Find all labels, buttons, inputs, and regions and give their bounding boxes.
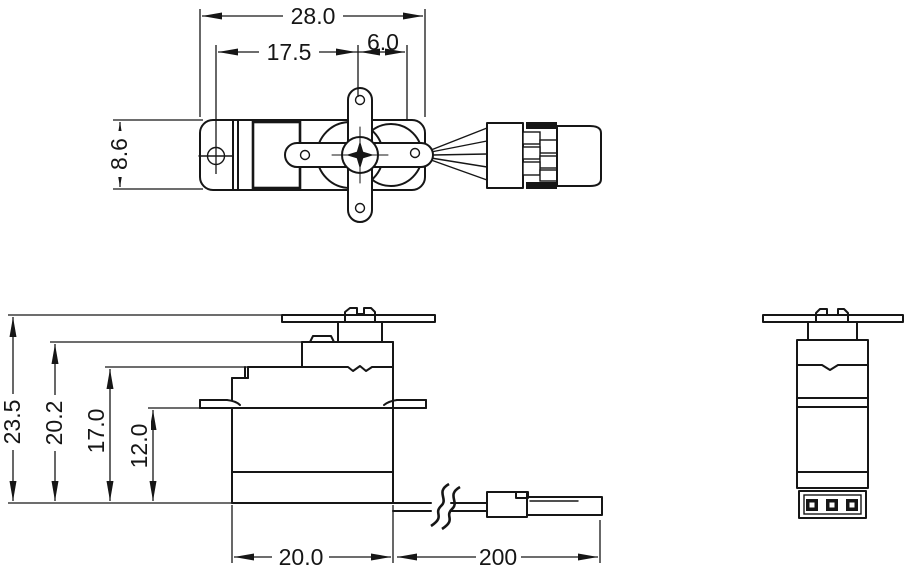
side-connector (798, 490, 867, 519)
cable-break-symbol-2 (441, 485, 461, 531)
front-view (199, 307, 603, 531)
plug-connector-front (486, 491, 603, 518)
side-case (796, 339, 869, 489)
front-case-top (247, 365, 394, 372)
dim-label-flange-height: 12.0 (126, 424, 152, 469)
horn-hole-right (409, 147, 421, 159)
horn-hole-left (299, 149, 311, 161)
top-view-dimensions: 28.0 17.5 6.0 8.6 (106, 3, 426, 190)
side-view (762, 308, 904, 519)
dim-label-case-height: 17.0 (83, 409, 109, 454)
dim-label-axis-to-right: 6.0 (367, 29, 399, 55)
front-view-dimensions: 23.5 20.2 17.0 12.0 20.0 200 (0, 314, 601, 570)
servo-cable (392, 482, 488, 531)
dim-label-case-length: 20.0 (279, 544, 324, 570)
side-case-seam-top (797, 364, 868, 371)
servo-horn (284, 87, 434, 223)
connector-shell (556, 125, 602, 187)
cable-break-symbol (430, 482, 450, 528)
dim-label-overall-height: 23.5 (0, 400, 25, 445)
front-horn-bar (281, 314, 436, 323)
connector-crimp-teeth (522, 131, 558, 182)
dim-label-body-width: 8.6 (106, 138, 132, 170)
side-horn-bar (762, 314, 904, 323)
dim-label-cable-length: 200 (479, 544, 517, 570)
side-horn-hub (815, 308, 849, 323)
connector-housing (486, 122, 524, 189)
phillips-screw-icon (346, 141, 374, 169)
connector-band-top (526, 122, 557, 129)
top-view (198, 87, 602, 223)
side-shaft-housing (807, 321, 858, 341)
horn-hole-bottom (354, 202, 366, 214)
plug-connector-top (486, 122, 602, 189)
wire-fan (430, 127, 488, 181)
dim-label-overall-length: 28.0 (291, 3, 336, 29)
dim-label-hole-to-axis: 17.5 (267, 39, 312, 65)
front-shaft-housing (337, 321, 383, 343)
connector-band-bottom (526, 182, 557, 189)
dim-label-upper-height: 20.2 (41, 401, 67, 446)
front-mounting-flange (199, 399, 427, 409)
front-horn-hub (344, 307, 376, 323)
front-gear-bump (309, 335, 335, 343)
horn-hole-top (354, 94, 366, 106)
